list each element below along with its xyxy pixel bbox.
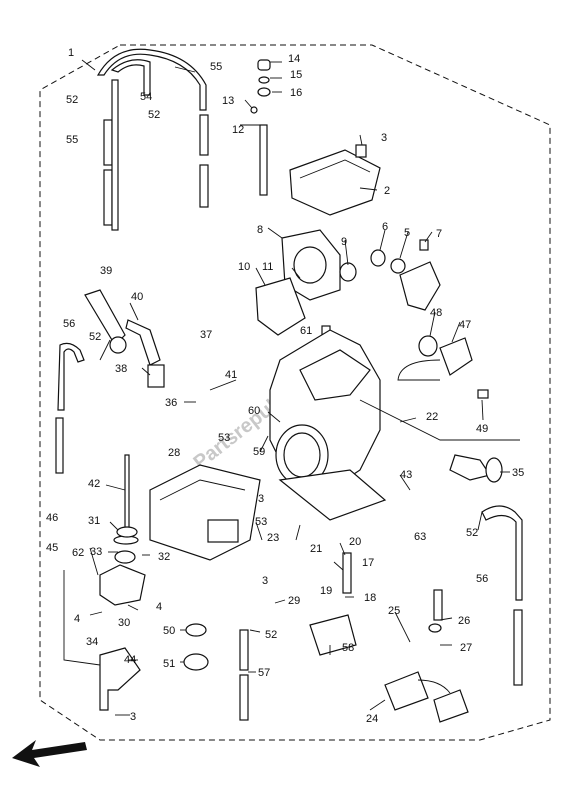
callout-20: 20 [349,536,361,548]
vent-hoses [96,48,209,231]
callout-13: 13 [222,95,234,107]
callout-52: 52 [89,331,101,343]
callout-29: 29 [288,595,300,607]
callout-3: 3 [262,575,268,587]
callout-9: 9 [341,236,347,248]
float-bowl [149,464,261,561]
callout-54: 54 [140,91,152,103]
callout-11: 11 [262,261,273,273]
callout-59: 59 [253,446,265,458]
callout-55: 55 [66,134,78,146]
callout-55: 55 [210,61,222,73]
hoses [55,342,523,721]
callout-45: 45 [46,542,58,554]
callout-41: 41 [225,369,237,381]
top-cover [289,144,381,216]
callout-1: 1 [68,47,74,59]
callout-44: 44 [124,654,136,666]
callout-48: 48 [430,307,442,319]
callout-3: 3 [130,711,136,723]
callout-51: 51 [163,658,175,670]
callout-40: 40 [131,291,143,303]
callout-38: 38 [115,363,127,375]
carburetor-body [269,329,520,521]
callout-63: 63 [414,531,426,543]
callout-50: 50 [163,625,175,637]
needle-and-jets [116,454,443,633]
throttle-lever [370,239,441,311]
front-arrow-icon [12,740,87,767]
callout-32: 32 [158,551,170,563]
callout-36: 36 [165,397,177,409]
callout-52: 52 [466,527,478,539]
callout-47: 47 [459,319,471,331]
callout-10: 10 [238,261,250,273]
callout-18: 18 [364,592,376,604]
callout-28: 28 [168,447,180,459]
callout-5: 5 [404,227,410,239]
callout-52: 52 [148,109,160,121]
callout-12: 12 [232,124,244,136]
assembly-boundary [39,44,551,741]
callout-57: 57 [258,667,270,679]
throttle-position-sensor [397,335,489,399]
callout-58: 58 [342,642,354,654]
callout-6: 6 [382,221,388,233]
hot-start-plunger [449,454,503,483]
bowl-plug [183,623,209,671]
callout-4: 4 [156,601,162,613]
callout-56: 56 [63,318,75,330]
callout-3: 3 [381,132,387,144]
float [309,614,357,656]
callout-35: 35 [512,467,524,479]
callout-4: 4 [74,613,80,625]
callout-33: 33 [90,546,102,558]
cap-cover [384,671,469,723]
callout-49: 49 [476,423,488,435]
callout-53: 53 [255,516,267,528]
callout-19: 19 [320,585,332,597]
callout-15: 15 [290,69,302,81]
callout-3: 3 [258,493,264,505]
callout-21: 21 [310,543,322,555]
callout-37: 37 [200,329,212,341]
callout-60: 60 [248,405,260,417]
callout-25: 25 [388,605,400,617]
callout-2: 2 [384,185,390,197]
callout-16: 16 [290,87,302,99]
callout-62: 62 [72,547,84,559]
callout-7: 7 [436,228,442,240]
callout-22: 22 [426,411,438,423]
callout-24: 24 [366,713,378,725]
callout-26: 26 [458,615,470,627]
callout-56: 56 [476,573,488,585]
callout-61: 61 [300,325,312,337]
callout-42: 42 [88,478,100,490]
callout-52: 52 [265,629,277,641]
callout-43: 43 [400,469,412,481]
callout-53: 53 [218,432,230,444]
callout-52: 52 [66,94,78,106]
coasting-enricher [84,289,165,388]
throttle-stop-screw [250,59,271,196]
callout-39: 39 [100,265,112,277]
callout-23: 23 [267,532,279,544]
callout-46: 46 [46,512,58,524]
cable-bracket [63,570,141,711]
callout-14: 14 [288,53,300,65]
callout-31: 31 [88,515,100,527]
throttle-housing [255,229,357,341]
callout-30: 30 [118,617,130,629]
callout-27: 27 [460,642,472,654]
callout-8: 8 [257,224,263,236]
leader-lines [81,59,510,716]
callout-17: 17 [362,557,374,569]
callout-34: 34 [86,636,98,648]
accelerator-pump [99,535,146,606]
